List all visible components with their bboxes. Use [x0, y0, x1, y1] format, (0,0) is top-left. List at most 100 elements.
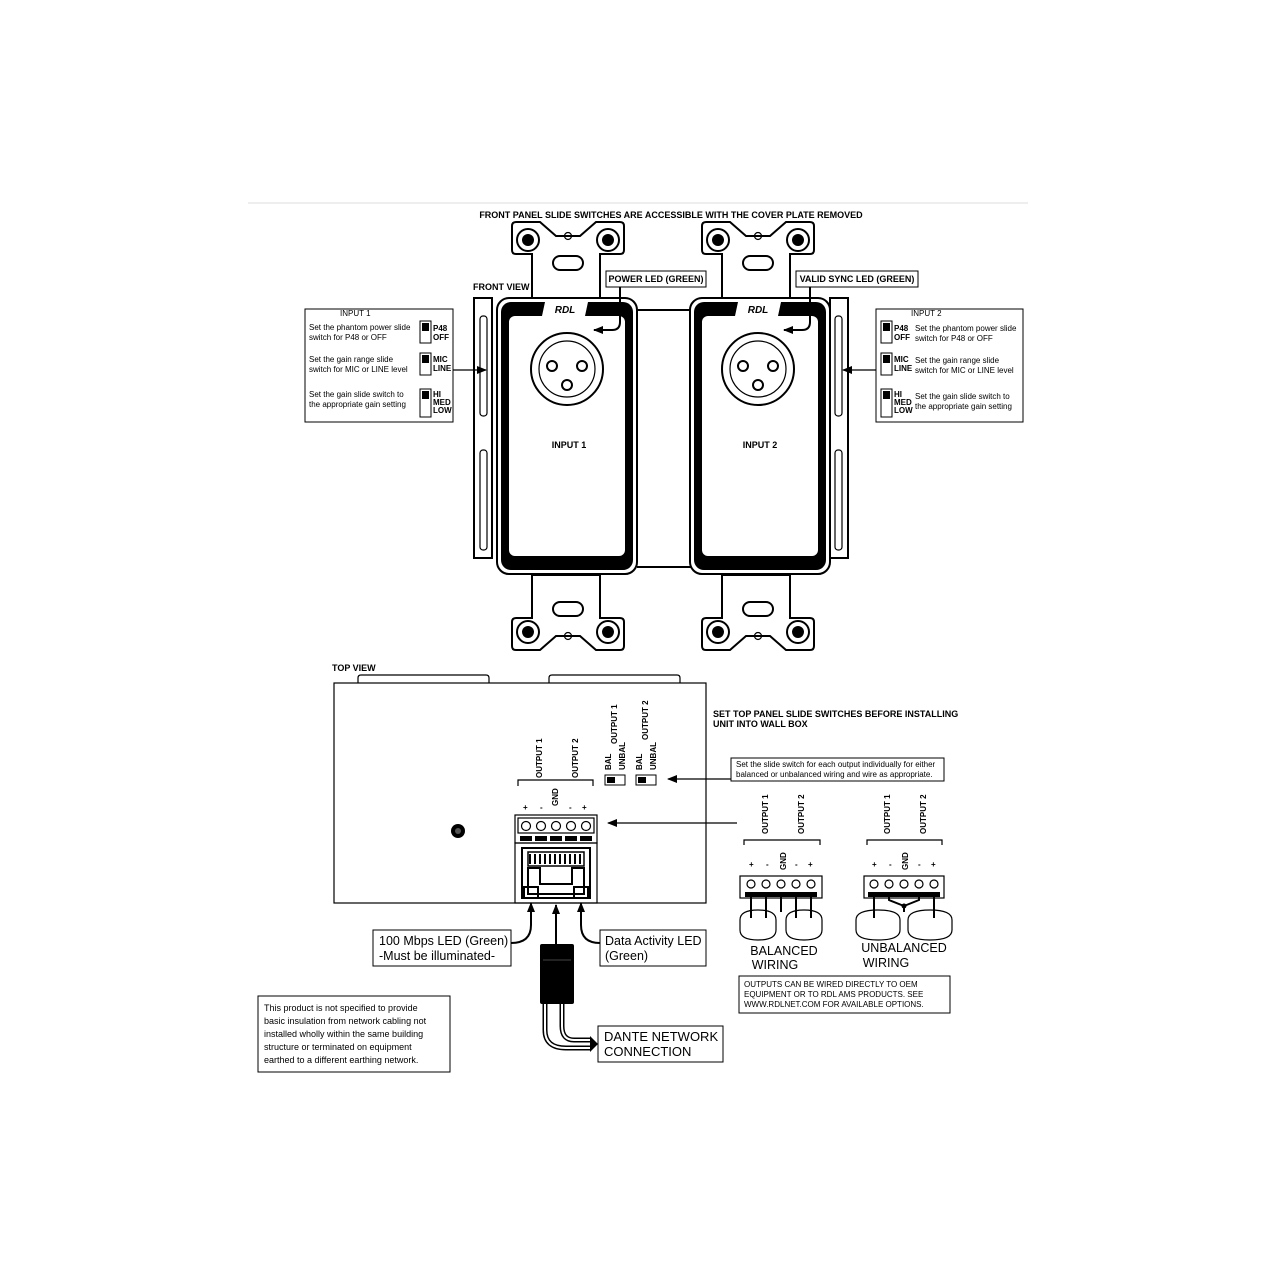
- input2-gain-line1: Set the gain slide switch to: [915, 392, 1010, 401]
- install-note-line2: UNIT INTO WALL BOX: [713, 719, 808, 729]
- led-100mbps-line1: 100 Mbps LED (Green): [379, 934, 508, 948]
- unbal-plus2-label: +: [931, 860, 936, 869]
- sync-led-label: VALID SYNC LED (GREEN): [800, 274, 915, 284]
- input1-gain-line2: the appropriate gain setting: [309, 400, 406, 409]
- bal-gnd-label: GND: [779, 852, 788, 870]
- bal-output1-label: OUTPUT 1: [761, 794, 770, 834]
- brand-logo-1: RDL: [555, 305, 576, 316]
- input2-module: RDL INPUT 2: [689, 297, 831, 575]
- front-view-label: FRONT VIEW: [473, 282, 530, 292]
- xlr-connector-1[interactable]: [530, 332, 604, 406]
- input2-title: INPUT 2: [911, 309, 942, 318]
- data-activity-indicator: [573, 886, 589, 899]
- oem-note-box: [738, 975, 951, 1014]
- led-100mbps-line2: -Must be illuminated-: [379, 949, 495, 963]
- input2-gain-switch[interactable]: [880, 388, 893, 418]
- dante-callout-box: [597, 1025, 724, 1063]
- data-activity-line2: (Green): [605, 949, 648, 963]
- input1-hi-label: HI: [433, 390, 441, 399]
- input1-gainrange-line2: switch for MIC or LINE level: [309, 365, 408, 374]
- input2-med-label: MED: [894, 398, 912, 407]
- unbal-output1-label: OUTPUT 1: [883, 794, 892, 834]
- input2-gainrange-line2: switch for MIC or LINE level: [915, 366, 1014, 375]
- balanced-wiring-detail: OUTPUT 1 OUTPUT 2 GND + - - + BALANCED W…: [739, 794, 823, 972]
- input2-p48-switch[interactable]: [880, 320, 893, 344]
- oem-note-line2: EQUIPMENT OR TO RDL AMS PRODUCTS. SEE: [744, 990, 923, 999]
- input2-p48-label: P48: [894, 324, 909, 333]
- input2-low-label: LOW: [894, 406, 913, 415]
- top-gnd-label: GND: [551, 788, 560, 806]
- network-cable: [540, 904, 598, 1052]
- output2-bal-unbal-switch[interactable]: [635, 774, 657, 786]
- input2-gain-line2: the appropriate gain setting: [915, 402, 1012, 411]
- top-plus1-label: +: [523, 803, 528, 812]
- power-led-callout-box: [605, 270, 707, 288]
- input2-hi-label: HI: [894, 390, 902, 399]
- power-led-arrow: [593, 287, 621, 334]
- rj45-jack[interactable]: [514, 842, 598, 904]
- top-output-bracket: [517, 779, 594, 786]
- safety-note-line3: installed wholly within the same buildin…: [264, 1029, 423, 1039]
- page-title: FRONT PANEL SLIDE SWITCHES ARE ACCESSIBL…: [479, 210, 863, 220]
- sw1-bal-label: BAL: [604, 753, 613, 770]
- unbal-minus2-label: -: [918, 860, 921, 869]
- slide-switch-note-line1: Set the slide switch for each output ind…: [736, 760, 936, 769]
- input1-phantom-line1: Set the phantom power slide: [309, 323, 411, 332]
- safety-note-line4: structure or terminated on equipment: [264, 1042, 412, 1052]
- sw-output2-label: OUTPUT 2: [641, 700, 650, 740]
- unbal-output2-label: OUTPUT 2: [919, 794, 928, 834]
- bal-plus2-label: +: [808, 860, 813, 869]
- unbal-minus1-label: -: [889, 860, 892, 869]
- safety-note-line2: basic insulation from network cabling no…: [264, 1016, 427, 1026]
- sync-led-arrow: [783, 287, 811, 334]
- input1-instructions: INPUT 1 Set the phantom power slide swit…: [304, 308, 454, 423]
- safety-note-line1: This product is not specified to provide: [264, 1003, 418, 1013]
- sw2-bal-label: BAL: [635, 753, 644, 770]
- input1-gainrange-line1: Set the gain range slide: [309, 355, 394, 364]
- top-minus2-label: -: [569, 803, 572, 812]
- input1-phantom-line2: switch for P48 or OFF: [309, 333, 387, 342]
- input1-mic-label: MIC: [433, 355, 448, 364]
- install-note-line1: SET TOP PANEL SLIDE SWITCHES BEFORE INST…: [713, 709, 958, 719]
- led-100mbps-arrow: [510, 902, 535, 944]
- input1-mic-line-switch[interactable]: [419, 352, 432, 376]
- unbal-plus1-label: +: [872, 860, 877, 869]
- top-minus1-label: -: [540, 803, 543, 812]
- safety-note-box: [257, 995, 451, 1073]
- input1-p48-label: P48: [433, 324, 448, 333]
- unbalanced-label-line1: UNBALANCED: [861, 941, 946, 955]
- bal-minus1-label: -: [766, 860, 769, 869]
- top-view-label: TOP VIEW: [332, 663, 376, 673]
- data-activity-arrow: [577, 902, 601, 944]
- balanced-label-line2: WIRING: [752, 958, 799, 972]
- top-output2-label: OUTPUT 2: [571, 738, 580, 778]
- input2-mic-line-switch[interactable]: [880, 352, 893, 376]
- sw-output1-label: OUTPUT 1: [610, 704, 619, 744]
- slide-switch-note-line2: balanced or unbalanced wiring and wire a…: [736, 770, 933, 779]
- top-plus2-label: +: [582, 803, 587, 812]
- top-output1-label: OUTPUT 1: [535, 738, 544, 778]
- input1-p48-switch[interactable]: [419, 320, 432, 344]
- unbalanced-label-line2: WIRING: [863, 956, 910, 970]
- bal-minus2-label: -: [795, 860, 798, 869]
- dante-line1: DANTE NETWORK: [604, 1029, 718, 1044]
- power-led-label: POWER LED (GREEN): [608, 274, 703, 284]
- safety-note-line5: earthed to a different earthing network.: [264, 1055, 418, 1065]
- xlr-connector-2[interactable]: [721, 332, 795, 406]
- input1-off-label: OFF: [433, 333, 449, 342]
- data-activity-line1: Data Activity LED: [605, 934, 702, 948]
- top-terminal-block[interactable]: [514, 814, 598, 844]
- input2-phantom-line2: switch for P48 or OFF: [915, 334, 993, 343]
- unbalanced-wiring-detail: OUTPUT 1 OUTPUT 2 GND + - - + UNBALANCED…: [855, 794, 953, 970]
- output1-bal-unbal-switch[interactable]: [604, 774, 626, 786]
- input2-off-label: OFF: [894, 333, 910, 342]
- input1-low-label: LOW: [433, 406, 452, 415]
- input1-gain-switch[interactable]: [419, 388, 432, 418]
- top-view-housing: [333, 674, 707, 904]
- sw2-unbal-label: UNBAL: [649, 742, 658, 770]
- input1-module: RDL INPUT 1: [496, 297, 638, 575]
- bal-output2-label: OUTPUT 2: [797, 794, 806, 834]
- input2-gainrange-line1: Set the gain range slide: [915, 356, 1000, 365]
- input1-med-label: MED: [433, 398, 451, 407]
